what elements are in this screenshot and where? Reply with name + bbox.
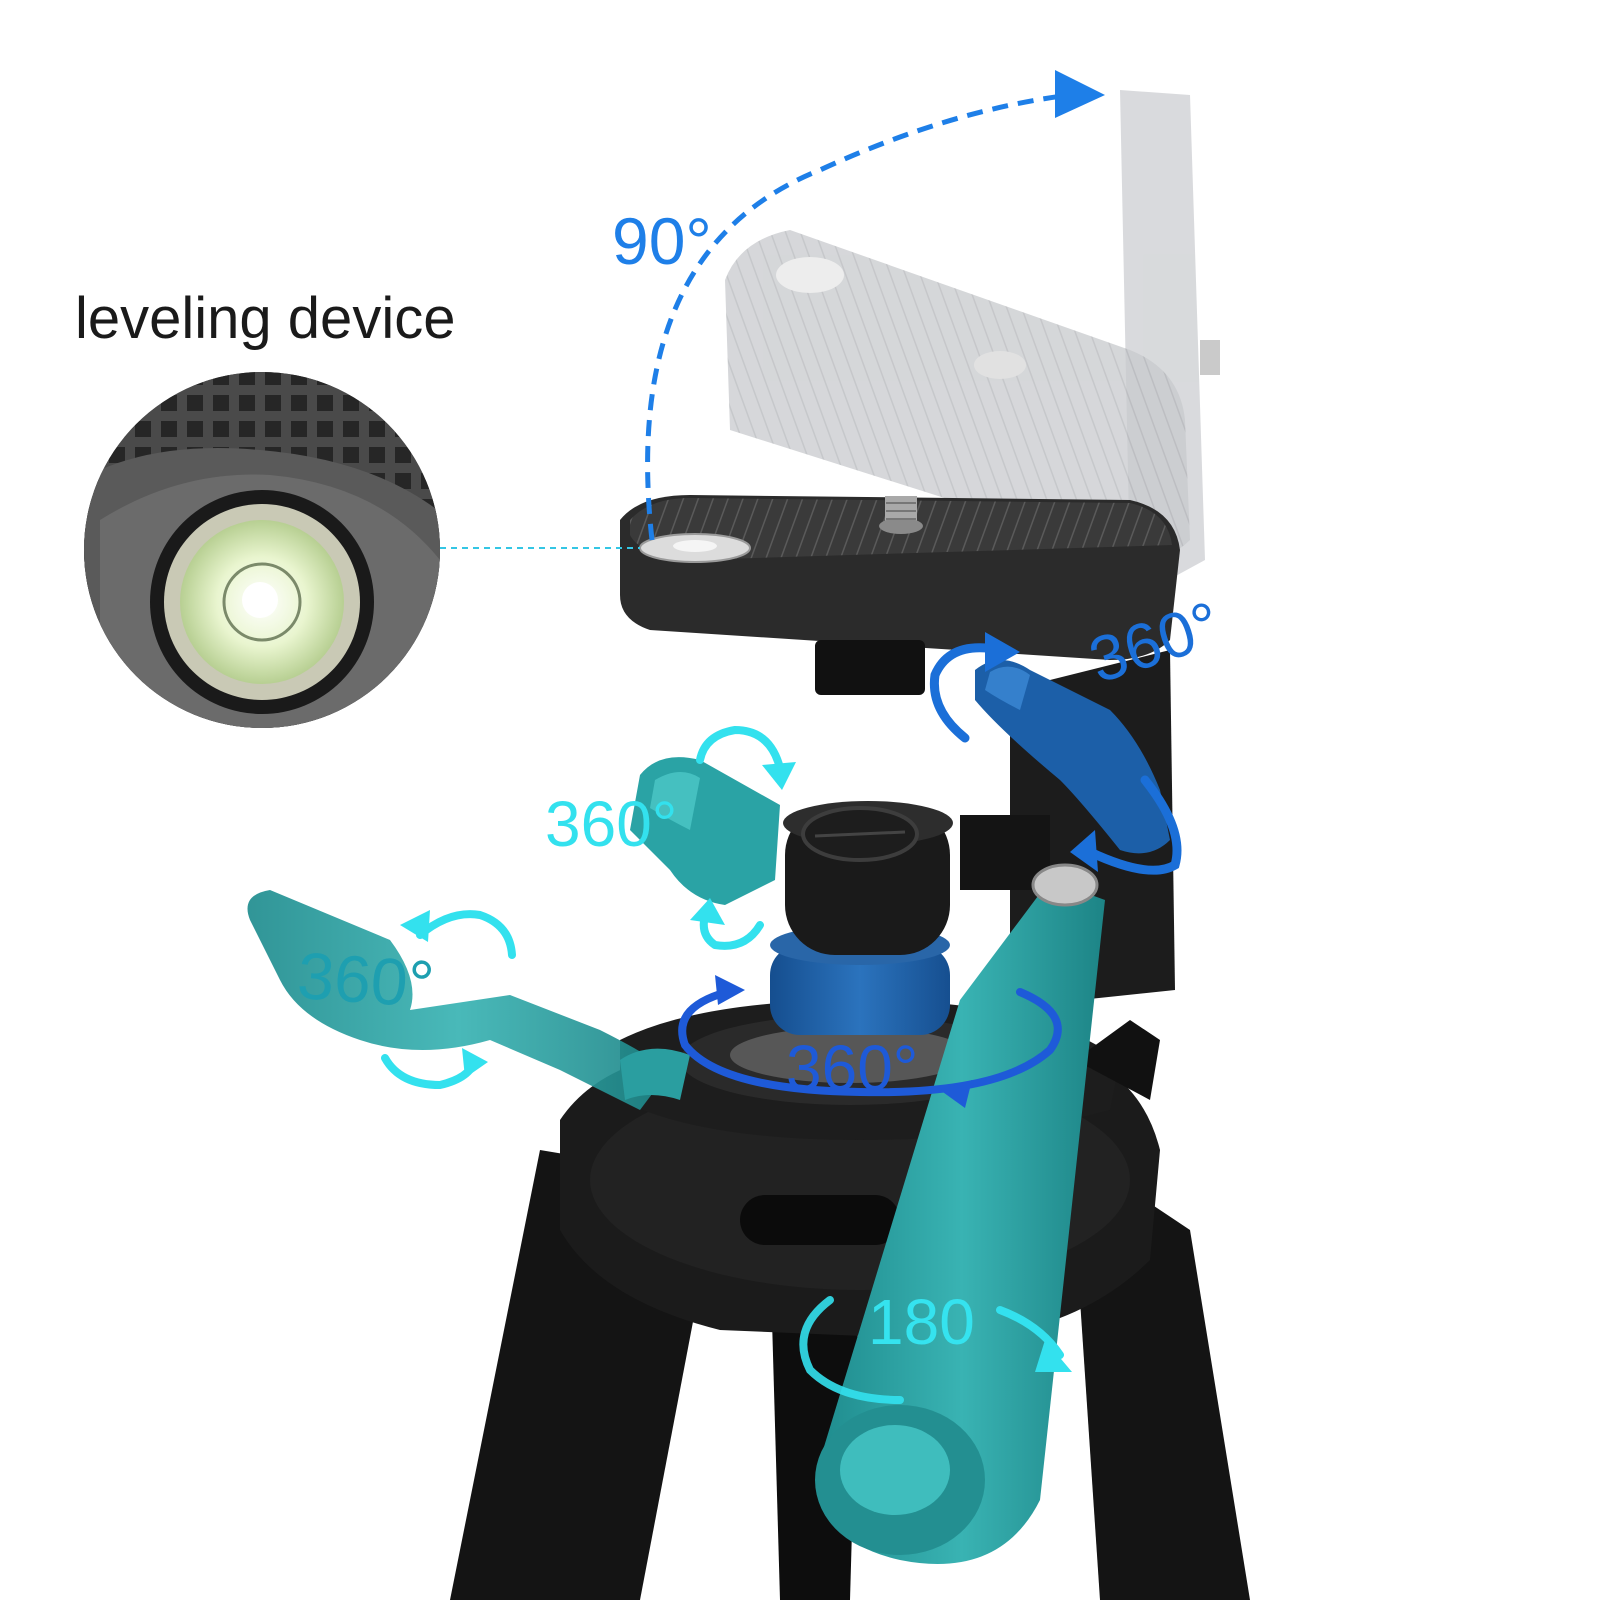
tilt-angle-label: 90° [612,204,712,278]
pan-handle [815,863,1105,1564]
knob-rotation-arrow [929,643,1182,875]
pan-arrowhead-2 [462,1048,488,1078]
knob-arrowhead-2 [1070,830,1098,872]
leveling-device-inset [84,372,440,728]
lock-arrowhead-2 [690,898,725,925]
knob-arrowhead-1 [985,632,1020,672]
tilt-knob [975,660,1170,854]
lock-arrowhead-1 [762,762,796,790]
lock-knob [630,757,780,905]
quick-release-plate [620,495,1180,695]
lock-rotation-arrow [696,725,784,950]
pan-handle-rotation-label: 360° [295,938,437,1022]
side-handle [247,890,690,1110]
base-rotation-label: 360° [786,1032,919,1104]
pan-arrowhead-1 [400,910,430,942]
leg-rotation-arrow [799,1296,1072,1404]
leg-rotation-label: 180 [868,1286,975,1358]
base-rotation-arrow [678,975,1062,1108]
plate-ghost-tilted [725,230,1190,560]
lock-rotation-label: 360° [545,788,678,860]
leveling-device-title: leveling device [75,286,456,351]
tilt-arrow [645,70,1105,541]
